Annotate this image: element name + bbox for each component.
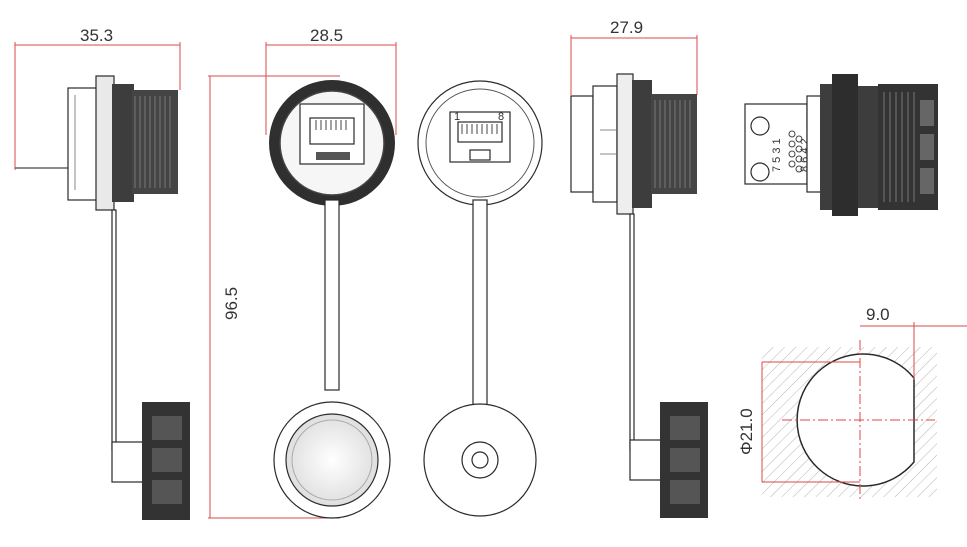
pin-label-1: 1 xyxy=(454,111,460,123)
dim-label-27-9: 27.9 xyxy=(610,18,643,37)
dim-label-96-5: 96.5 xyxy=(222,287,241,320)
rear-view: 1 8 xyxy=(417,80,543,517)
pin-label-8: 8 xyxy=(498,111,504,123)
front-view: 28.5 96.5 xyxy=(208,26,397,519)
pin-labels-odd: 7 5 3 1 xyxy=(771,138,783,172)
side-view-left: 35.3 xyxy=(14,26,190,520)
panel-cutout-view: Φ21.0 9.0 xyxy=(737,305,967,500)
side-view-right: 27.9 xyxy=(570,18,708,518)
dim-label-21-0: Φ21.0 xyxy=(737,408,756,455)
dim-label-9-0: 9.0 xyxy=(866,305,890,324)
pcb-side-view: 7 5 3 1 8 6 4 2 xyxy=(744,74,938,216)
dim-label-35-3: 35.3 xyxy=(80,26,113,45)
dim-label-28-5: 28.5 xyxy=(310,26,343,45)
